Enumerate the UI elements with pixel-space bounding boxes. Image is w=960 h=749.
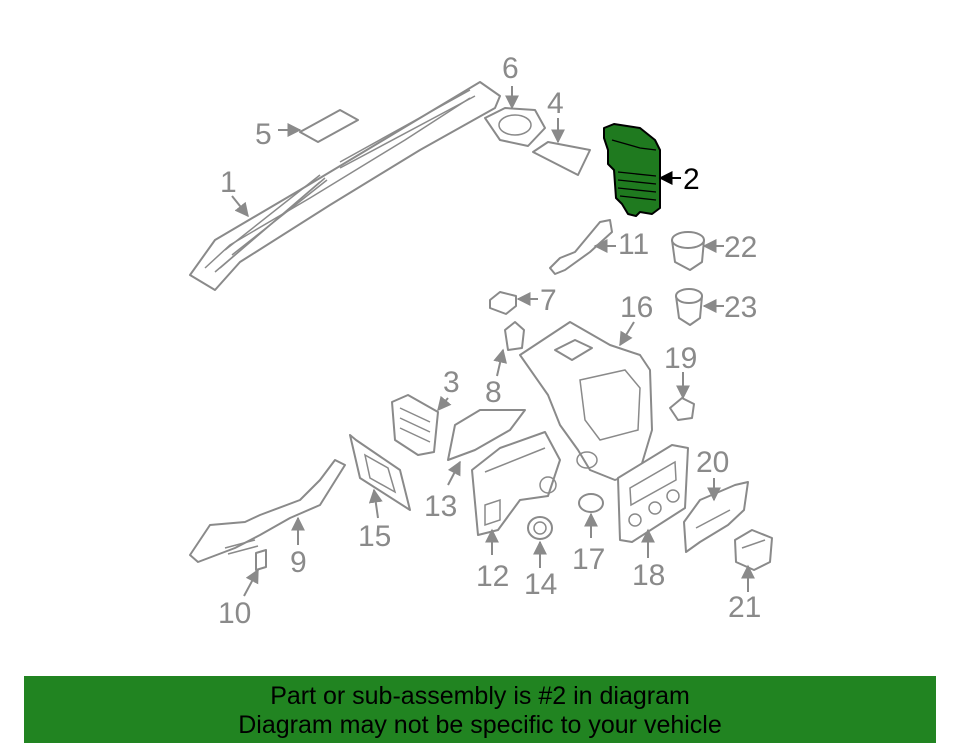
leader-10: [243, 568, 259, 597]
callout-11: 11: [618, 228, 649, 261]
part-4-trim: [532, 141, 591, 176]
callout-22: 22: [724, 231, 757, 264]
callout-20: 20: [696, 446, 729, 479]
part-15-panel: [349, 434, 411, 511]
part-11-bracket: [549, 219, 613, 275]
leader-13: [447, 460, 461, 486]
callout-16: 16: [620, 291, 653, 324]
part-8-knob: [504, 321, 525, 351]
part-23-cup: [675, 288, 703, 326]
part-13-meter-hood: [447, 409, 526, 461]
callout-6: 6: [502, 52, 519, 85]
part-22-cup: [671, 231, 705, 271]
part-10-clip: [255, 549, 267, 571]
part-1-dash-top-panel: [189, 81, 501, 291]
callout-12: 12: [476, 560, 509, 593]
callout-21: 21: [728, 591, 761, 624]
callout-7: 7: [540, 284, 557, 317]
callout-19: 19: [664, 342, 697, 375]
callout-1: 1: [220, 166, 237, 199]
leader-16: [619, 321, 635, 347]
part-9-lower-panel: [189, 459, 346, 563]
callout-4: 4: [547, 87, 564, 120]
leader-1: [231, 195, 249, 218]
callout-13: 13: [424, 490, 457, 523]
part-6-speaker-grille: [484, 107, 546, 147]
callout-2: 2: [683, 163, 700, 196]
part-3-vent: [391, 394, 439, 456]
callout-5: 5: [255, 118, 272, 151]
part-5-pad: [299, 109, 359, 143]
part-16-console: [519, 321, 653, 481]
callout-10: 10: [218, 597, 251, 630]
callout-9: 9: [290, 546, 307, 579]
parts-diagram: 1 2 3 4 5 6 7 8 9 10 11 12 13 14 15 16 1…: [189, 52, 773, 630]
callout-14: 14: [524, 568, 557, 601]
part-17-grommet: [578, 493, 604, 513]
part-7-clip: [489, 291, 517, 315]
leader-3: [437, 395, 452, 412]
callout-8: 8: [485, 376, 502, 409]
leader-8: [493, 348, 507, 377]
callout-15: 15: [358, 520, 391, 553]
part-19-cap: [669, 397, 695, 421]
part-18-audio-panel: [617, 444, 689, 543]
part-12-cluster-bezel: [471, 431, 561, 536]
callout-17: 17: [572, 543, 605, 576]
part-21-switch: [734, 529, 773, 571]
callout-3: 3: [443, 366, 460, 399]
info-banner: Part or sub-assembly is #2 in diagram Di…: [24, 676, 936, 743]
part-2-highlighted: [603, 123, 661, 217]
callout-23: 23: [724, 291, 757, 324]
banner-line-1: Part or sub-assembly is #2 in diagram: [270, 682, 690, 710]
banner-line-2: Diagram may not be specific to your vehi…: [238, 711, 722, 739]
part-14-ring: [527, 516, 553, 540]
callout-18: 18: [632, 559, 665, 592]
leader-15: [368, 488, 383, 519]
